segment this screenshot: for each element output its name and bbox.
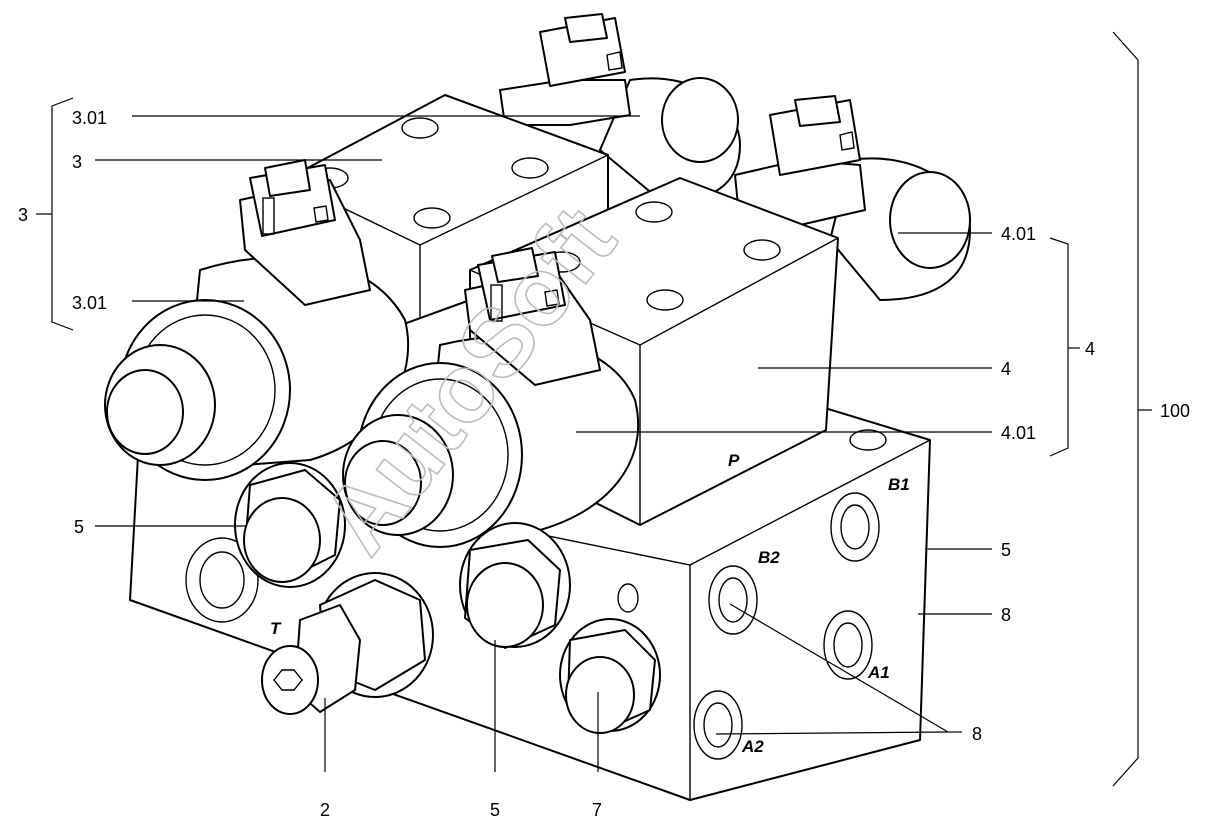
callout-4-group: 4 (1085, 339, 1095, 359)
solenoid-4-01 (342, 247, 640, 548)
port-label-a1: A1 (867, 663, 890, 682)
bracket-group-4 (1049, 237, 1080, 457)
callout-2: 2 (320, 800, 330, 820)
plug-7 (559, 618, 661, 734)
relief-valve-2 (261, 572, 434, 715)
callout-7: 7 (592, 800, 602, 820)
callout-5-left: 5 (74, 517, 84, 537)
callout-8-lower: 8 (972, 724, 982, 744)
leader-lines (95, 115, 992, 772)
solenoid-3-01 (104, 159, 410, 481)
callout-3-01-bottom: 3.01 (72, 293, 107, 313)
bracket-group-3 (36, 97, 74, 331)
callout-4-01-top: 4.01 (1001, 224, 1036, 244)
port-label-b1: B1 (888, 475, 910, 494)
callout-5-bottom: 5 (490, 800, 500, 820)
plug-5-bottom (459, 522, 571, 649)
callout-5-right: 5 (1001, 540, 1011, 560)
callout-4-01-bottom: 4.01 (1001, 423, 1036, 443)
callout-4-inner: 4 (1001, 359, 1011, 379)
callout-3-inner: 3 (72, 152, 82, 172)
port-label-a2: A2 (741, 737, 764, 756)
port-label-b2: B2 (758, 548, 780, 567)
rear-solenoid-upper (499, 13, 741, 202)
callout-3-01-top: 3.01 (72, 108, 107, 128)
port-label-p: P (728, 451, 740, 470)
callout-100: 100 (1160, 401, 1190, 421)
plug-5-left (234, 462, 346, 588)
callout-8-right: 8 (1001, 605, 1011, 625)
bracket-group-100 (1112, 31, 1152, 787)
callout-3-group: 3 (18, 205, 28, 225)
port-label-t: T (270, 619, 282, 638)
